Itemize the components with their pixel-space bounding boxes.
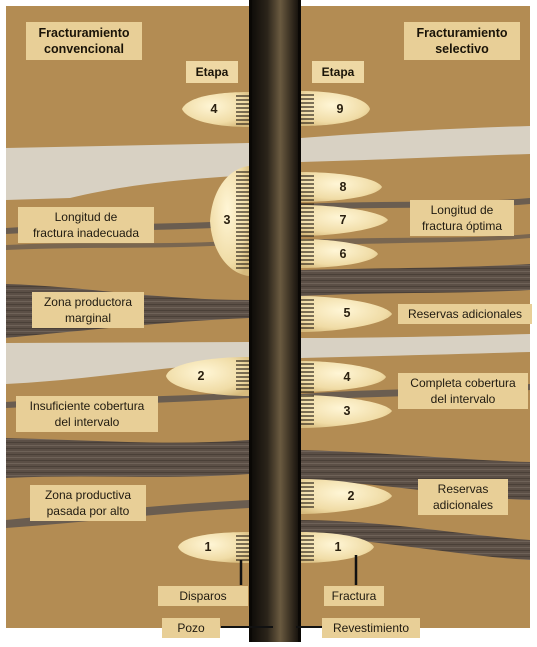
- label-zona-marginal: Zona productora marginal: [32, 292, 144, 328]
- right-stage-5: 5: [337, 306, 357, 320]
- label-insuficiente-cobertura: Insuficiente cobertura del intervalo: [16, 396, 158, 432]
- label-disparos: Disparos: [158, 586, 248, 606]
- label-fractura: Fractura: [324, 586, 384, 606]
- casing-right: [298, 0, 301, 642]
- right-title-line1: Fracturamiento: [408, 25, 516, 41]
- right-stage-4: 4: [337, 370, 357, 384]
- casing-left: [249, 0, 252, 642]
- label-completa-cobertura: Completa cobertura del intervalo: [398, 373, 528, 409]
- left-stage-4: 4: [204, 102, 224, 116]
- label-line: del intervalo: [20, 414, 154, 430]
- label-zona-pasada: Zona productiva pasada por alto: [30, 485, 146, 521]
- label-reservas-adicionales-2: Reservas adicionales: [418, 479, 508, 515]
- label-line: del intervalo: [402, 391, 524, 407]
- left-shale-lower: [6, 438, 249, 478]
- label-line: Zona productiva: [34, 487, 142, 503]
- label-line: pasada por alto: [34, 503, 142, 519]
- label-line: adicionales: [422, 497, 504, 513]
- label-line: marginal: [36, 310, 140, 326]
- right-stage-1: 1: [328, 540, 348, 554]
- left-stage-3: 3: [217, 213, 237, 227]
- label-line: Longitud de: [414, 202, 510, 218]
- label-reservas-adicionales: Reservas adicionales: [398, 304, 532, 324]
- left-stage-1: 1: [198, 540, 218, 554]
- right-title-line2: selectivo: [408, 41, 516, 57]
- right-etapa-label: Etapa: [312, 61, 364, 83]
- left-stage-2: 2: [191, 369, 211, 383]
- right-stage-9: 9: [330, 102, 350, 116]
- right-stage-7: 7: [333, 213, 353, 227]
- left-title-line1: Fracturamiento: [30, 25, 138, 41]
- left-etapa-label: Etapa: [186, 61, 238, 83]
- left-title: Fracturamiento convencional: [26, 22, 142, 60]
- label-line: fractura inadecuada: [22, 225, 150, 241]
- label-line: Zona productora: [36, 294, 140, 310]
- right-stage-6: 6: [333, 247, 353, 261]
- label-pozo: Pozo: [162, 618, 220, 638]
- label-longitud-optima: Longitud de fractura óptima: [410, 200, 514, 236]
- right-stage-3: 3: [337, 404, 357, 418]
- left-title-line2: convencional: [30, 41, 138, 57]
- label-line: Reservas adicionales: [402, 306, 528, 322]
- label-longitud-inadecuada: Longitud de fractura inadecuada: [18, 207, 154, 243]
- label-line: fractura óptima: [414, 218, 510, 234]
- wellbore: [249, 0, 301, 642]
- label-line: Reservas: [422, 481, 504, 497]
- label-line: Insuficiente cobertura: [20, 398, 154, 414]
- label-revestimiento: Revestimiento: [322, 618, 420, 638]
- label-line: Longitud de: [22, 209, 150, 225]
- right-stage-2: 2: [341, 489, 361, 503]
- right-title: Fracturamiento selectivo: [404, 22, 520, 60]
- label-line: Completa cobertura: [402, 375, 524, 391]
- right-stage-8: 8: [333, 180, 353, 194]
